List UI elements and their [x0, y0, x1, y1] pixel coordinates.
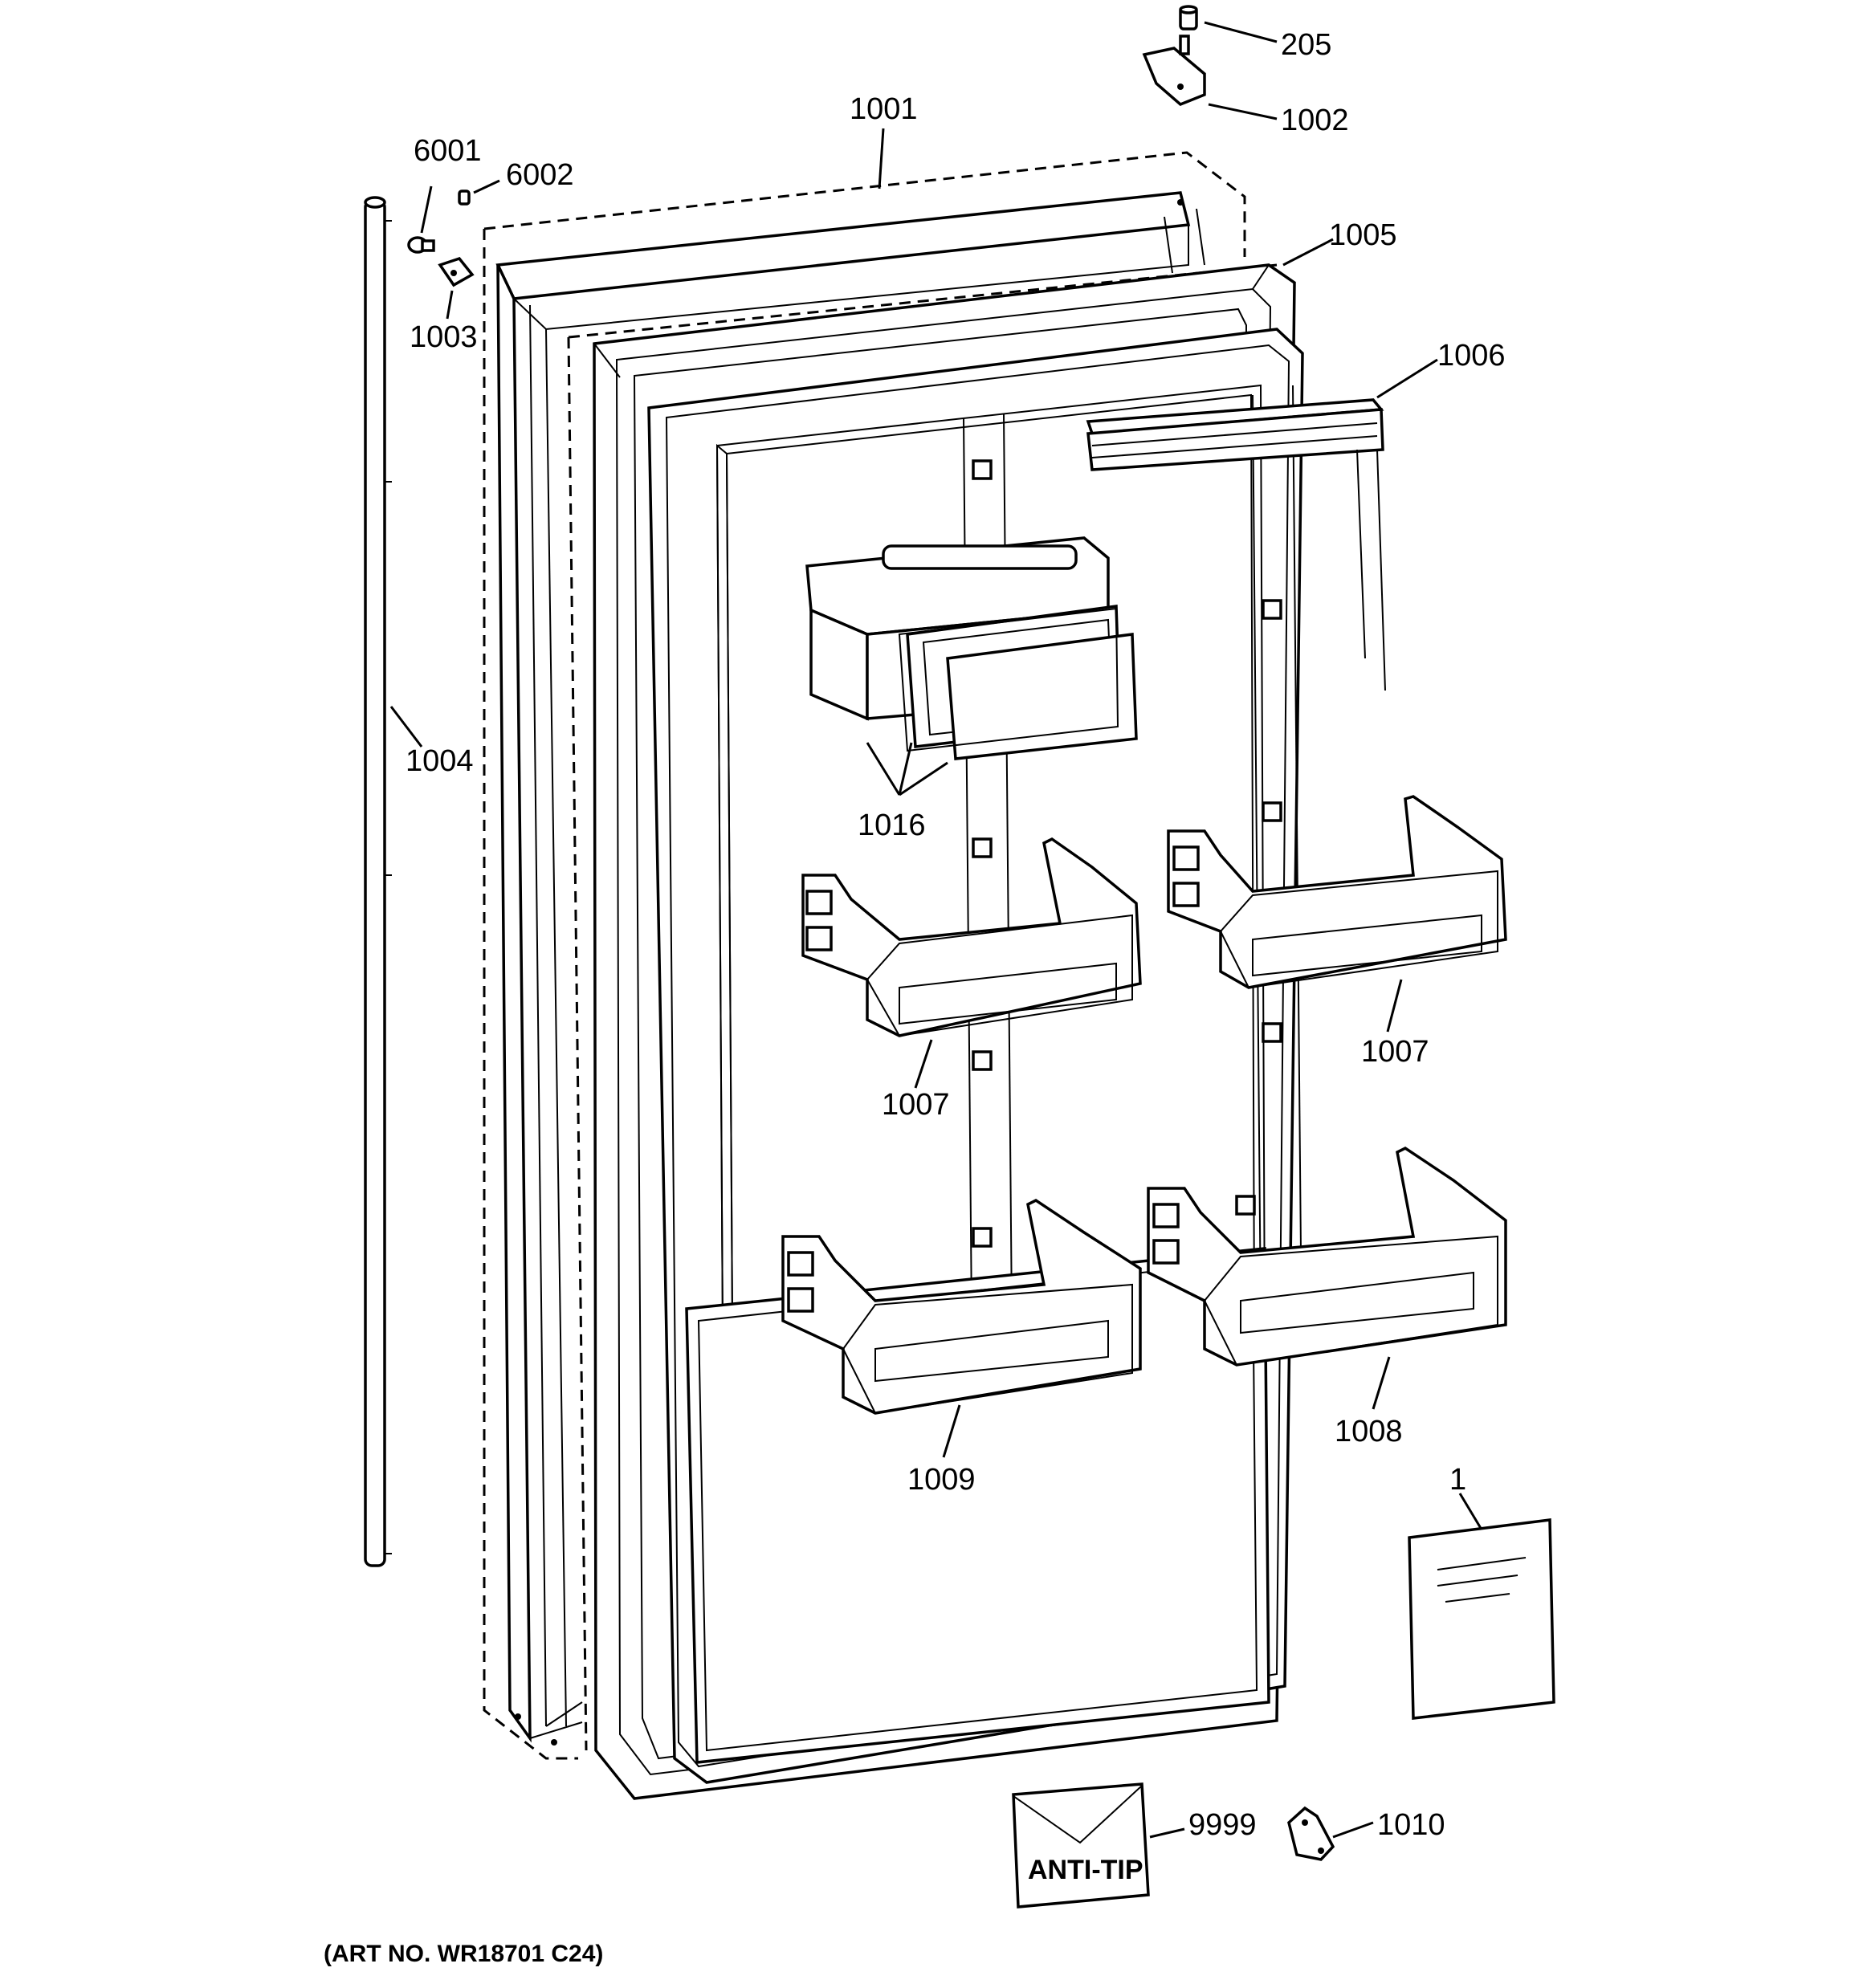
leader-1001: [878, 128, 885, 189]
leader-1005: [1282, 238, 1334, 267]
leader-1004: [389, 706, 423, 748]
door-bin-upper-left: [801, 837, 1142, 1037]
leader-1010: [1332, 1821, 1374, 1839]
leader-1007b: [1386, 979, 1403, 1033]
leader-1007a: [914, 1039, 933, 1089]
plug-6002-part: [458, 189, 471, 206]
callout-1004: 1004: [406, 744, 474, 778]
leader-1008: [1372, 1356, 1391, 1410]
callout-1016: 1016: [858, 809, 926, 842]
callout-1005: 1005: [1329, 218, 1397, 252]
callout-1: 1: [1449, 1463, 1466, 1497]
door-bin-lower-right: [1147, 1146, 1507, 1367]
door-channel-gasket: [1086, 398, 1386, 691]
callout-205: 205: [1281, 28, 1331, 62]
leader-9999: [1149, 1827, 1185, 1839]
leader-6001: [420, 185, 433, 234]
leader-6002: [473, 179, 500, 194]
door-handle-rod: [364, 196, 392, 1567]
art-number-caption: (ART NO. WR18701 C24): [324, 1941, 603, 1967]
leader-1: [1458, 1493, 1483, 1530]
door-bin-lower-left: [781, 1198, 1142, 1415]
anti-tip-bracket: [1287, 1806, 1335, 1861]
callout-1002: 1002: [1281, 104, 1349, 137]
leader-1016: [866, 742, 948, 796]
callout-1008: 1008: [1335, 1415, 1403, 1448]
anti-tip-label: ANTI-TIP: [1028, 1855, 1143, 1885]
outer-door-panel-dashed: [483, 151, 1246, 1760]
callout-6002: 6002: [506, 158, 574, 192]
leader-1009: [942, 1404, 961, 1458]
owners-manual-booklet: [1408, 1518, 1555, 1720]
shelf-retainer-clips: [972, 459, 1282, 1248]
anti-tip-envelope: [1012, 1782, 1150, 1909]
callout-1007-left: 1007: [882, 1088, 950, 1122]
door-outer-frame: [495, 191, 1205, 1746]
callout-1010: 1010: [1377, 1808, 1445, 1842]
dairy-compartment: [805, 536, 1138, 760]
callout-6001: 6001: [414, 134, 482, 168]
leader-1006: [1376, 358, 1438, 399]
screw-6001-part: [407, 236, 435, 254]
callout-1007-right: 1007: [1361, 1035, 1429, 1069]
leader-1003: [446, 290, 454, 320]
callout-1009: 1009: [907, 1463, 976, 1497]
leader-1002: [1208, 103, 1278, 120]
top-hinge-part: [1142, 35, 1206, 107]
hinge-bushing-1003-part: [438, 256, 475, 287]
callout-1006: 1006: [1437, 339, 1506, 373]
door-bin-upper-right: [1167, 795, 1507, 989]
leader-205: [1204, 21, 1278, 43]
callout-1003: 1003: [410, 320, 478, 354]
callout-9999: 9999: [1188, 1808, 1257, 1842]
hinge-pin-part: [1179, 5, 1198, 31]
callout-1001: 1001: [850, 92, 918, 126]
